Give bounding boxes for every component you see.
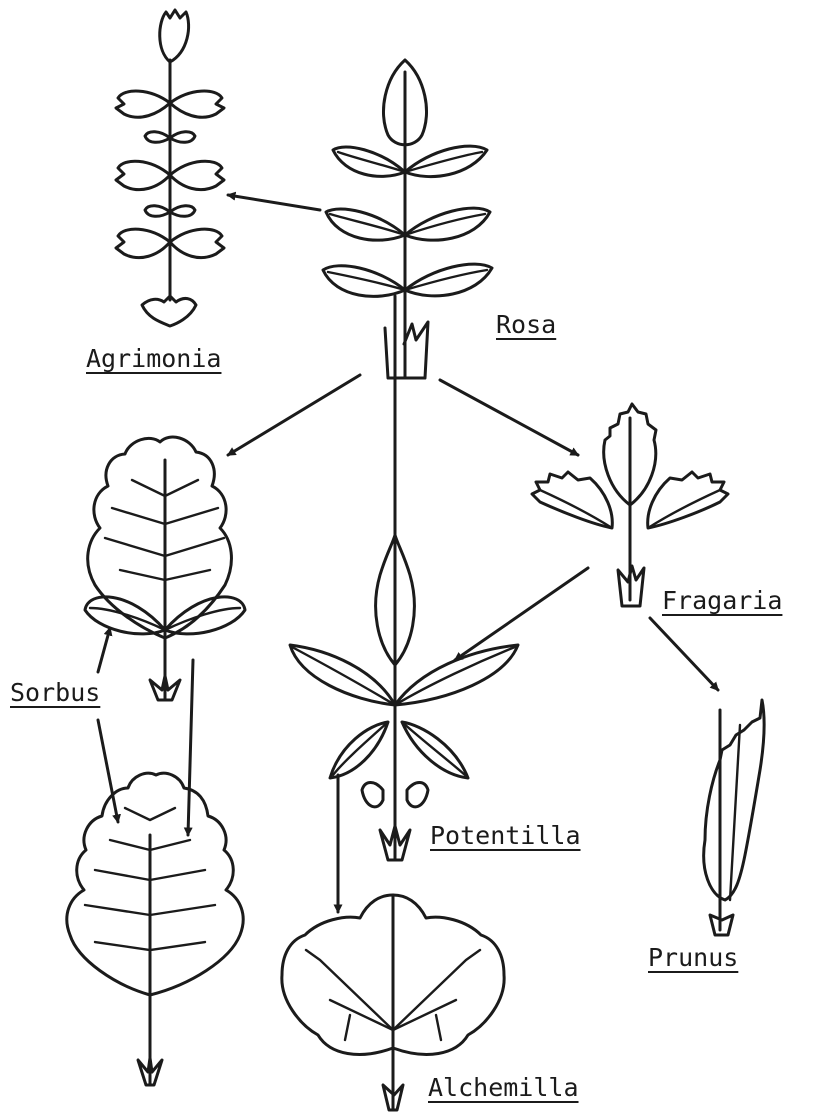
arrow-fragaria-to-prunus	[650, 618, 718, 690]
prunus-leaf	[704, 700, 764, 935]
label-rosa: Rosa	[496, 312, 556, 337]
arrow-fragaria-to-potentilla	[455, 568, 588, 660]
fragaria-leaf	[532, 404, 728, 606]
label-prunus: Prunus	[648, 945, 738, 970]
sorbus-lower-leaf	[67, 773, 243, 1085]
potentilla-leaf	[290, 296, 518, 860]
arrow-rosa-to-sorbus	[228, 375, 360, 455]
label-agrimonia: Agrimonia	[86, 346, 221, 371]
label-sorbus: Sorbus	[10, 680, 100, 705]
rosa-leaf	[323, 60, 492, 378]
sorbus-upper-leaf	[85, 437, 245, 700]
arrow-rosa-to-fragaria	[440, 380, 578, 455]
label-fragaria: Fragaria	[662, 588, 782, 613]
label-alchemilla: Alchemilla	[428, 1075, 579, 1100]
arrow-sorbus-label-up	[98, 628, 110, 672]
arrow-sorbus-label-down	[98, 720, 118, 822]
agrimonia-leaf	[116, 10, 224, 326]
arrow-rosa-to-agrimonia	[228, 195, 320, 210]
label-potentilla: Potentilla	[430, 823, 581, 848]
arrow-sorbus-upper-to-lower	[188, 660, 193, 835]
